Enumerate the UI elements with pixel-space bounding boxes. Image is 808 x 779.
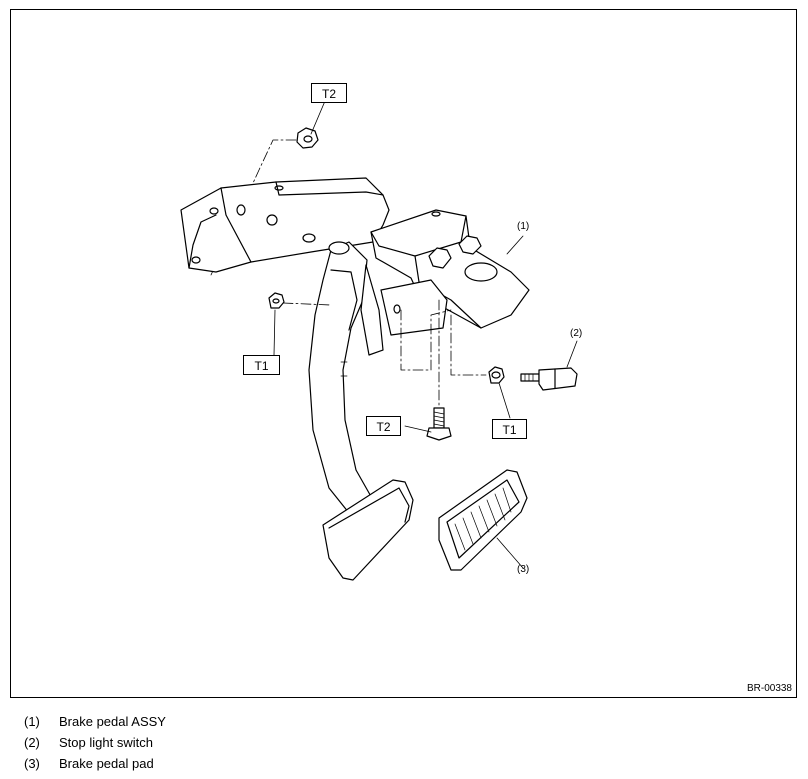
legend-number: (3) (24, 756, 40, 771)
switch-bracket (360, 209, 530, 356)
legend-item: (1) Brake pedal ASSY (24, 711, 166, 732)
legend-number: (2) (24, 735, 40, 750)
nut-right (488, 366, 505, 384)
diagram-frame: T2 T1 T2 T1 (1) (2) (3) BR-00338 (10, 9, 797, 698)
legend-item: (2) Stop light switch (24, 732, 166, 753)
legend-label: Brake pedal ASSY (59, 714, 166, 729)
torque-tag-t1-right: T1 (492, 419, 527, 439)
pedal-arm (308, 241, 374, 519)
legend-label: Brake pedal pad (59, 756, 154, 771)
torque-tag-t2-top: T2 (311, 83, 347, 103)
callout-1: (1) (517, 221, 530, 232)
nut-left (268, 292, 285, 309)
legend-number: (1) (24, 714, 40, 729)
torque-tag-t2-bolt: T2 (366, 416, 401, 436)
torque-tag-t1-left: T1 (243, 355, 280, 375)
callout-2: (2) (570, 328, 583, 339)
pedal-on-arm (322, 479, 414, 581)
stop-light-switch (520, 367, 578, 391)
pedal-bracket (180, 177, 390, 273)
callout-3: (3) (517, 564, 530, 575)
legend-item: (3) Brake pedal pad (24, 753, 166, 774)
legend: (1) Brake pedal ASSY (2) Stop light switch… (24, 711, 166, 774)
brake-pedal-pad (438, 469, 528, 571)
nut-top (296, 127, 319, 149)
legend-label: Stop light switch (59, 735, 153, 750)
figure-code: BR-00338 (746, 683, 792, 694)
bolt (426, 407, 452, 441)
brake-pedal-exploded-view (180, 100, 578, 581)
